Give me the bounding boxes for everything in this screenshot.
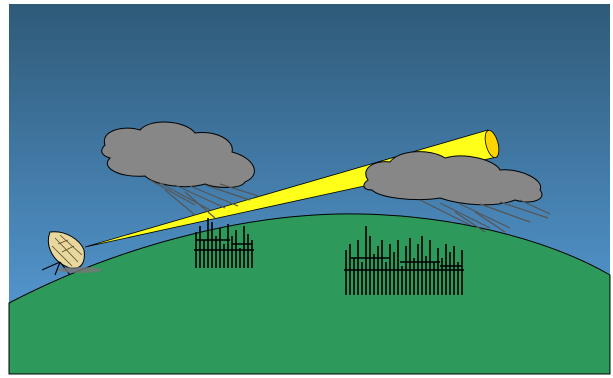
satellite-signal-scene	[0, 0, 613, 378]
